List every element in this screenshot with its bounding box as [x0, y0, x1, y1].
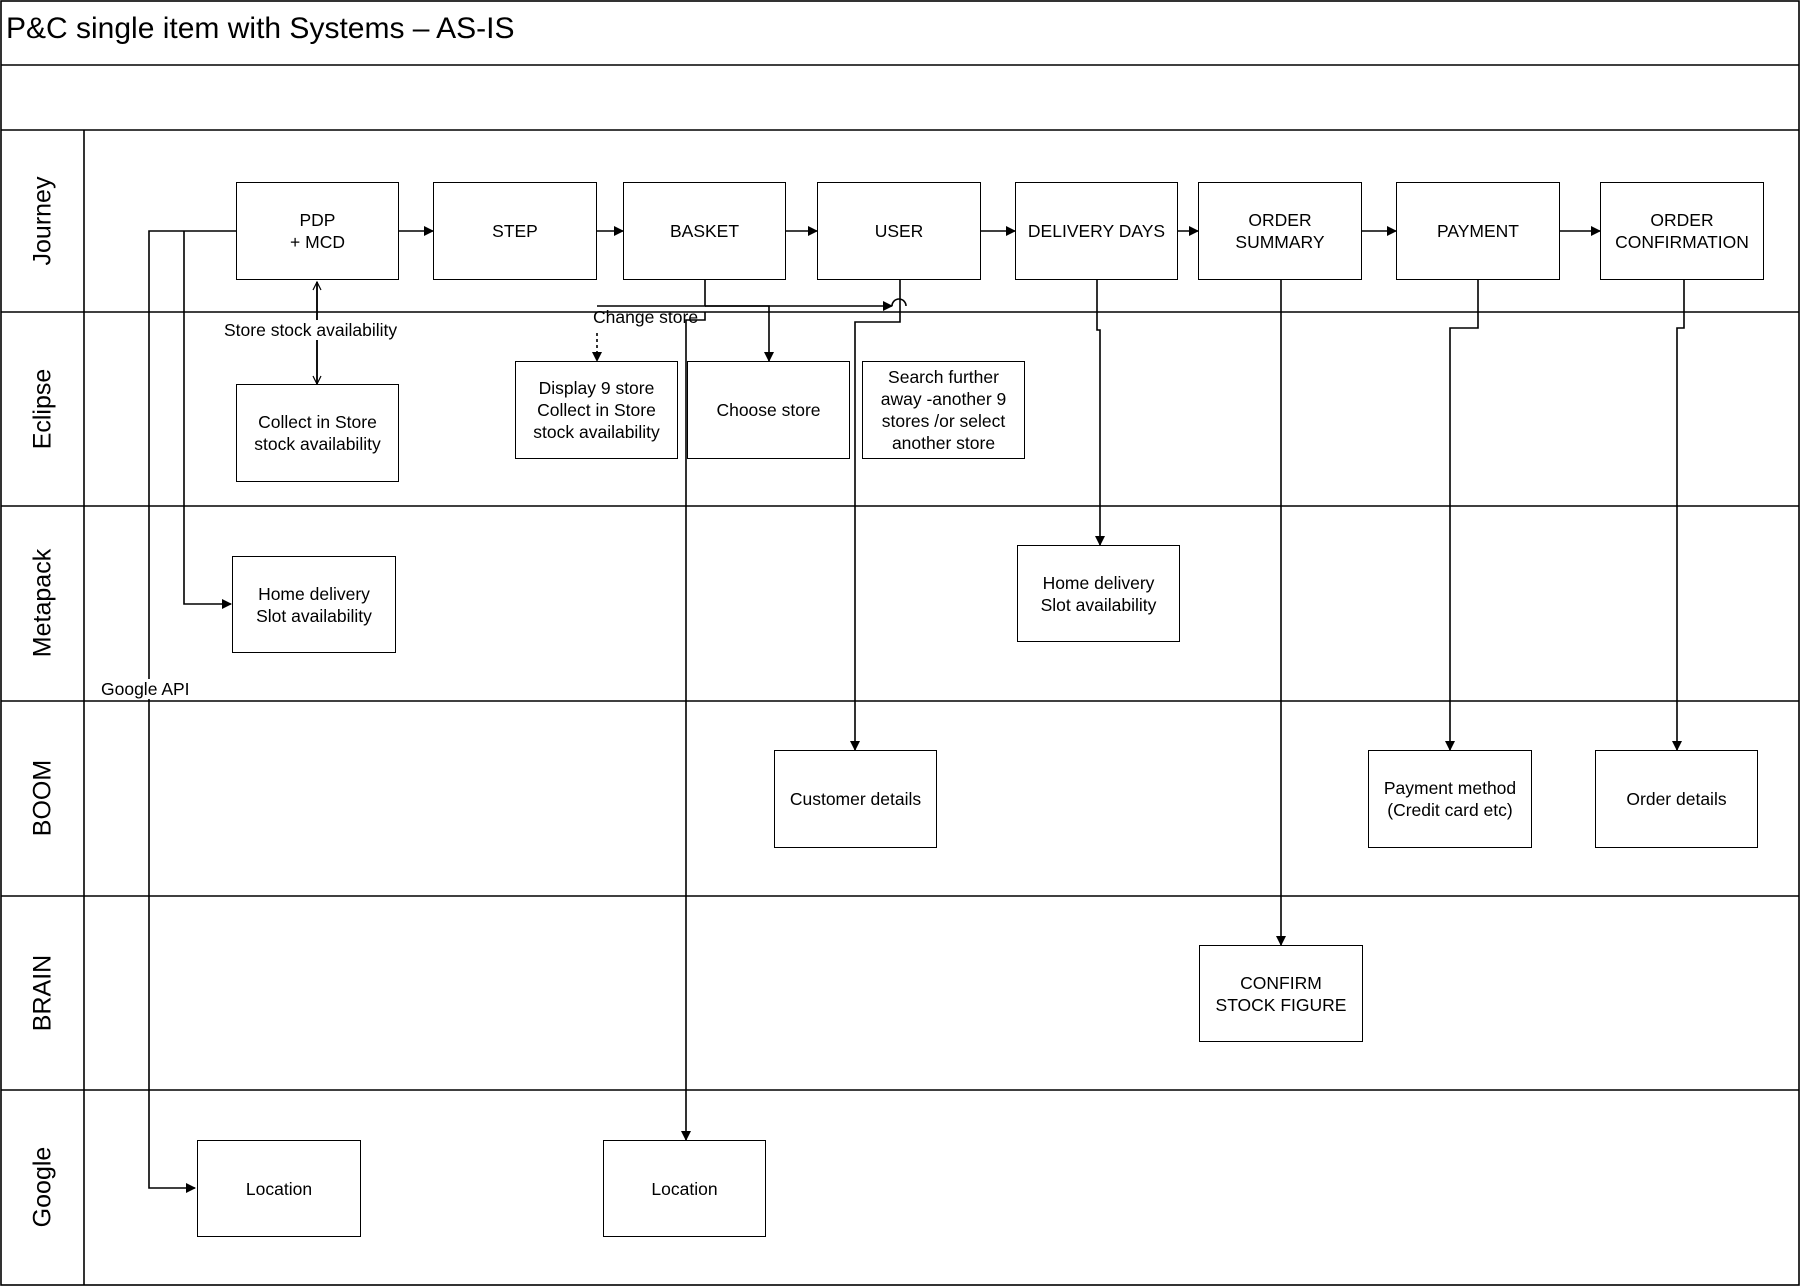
journey-step-pdp: PDP + MCD — [236, 182, 399, 280]
journey-step-order-confirmation: ORDER CONFIRMATION — [1600, 182, 1764, 280]
brain-confirm-stock: CONFIRM STOCK FIGURE — [1199, 945, 1363, 1042]
boom-order-details: Order details — [1595, 750, 1758, 848]
delivery-days-connector — [1095, 280, 1105, 546]
change-store-label: Change store — [593, 307, 699, 327]
journey-step-user: USER — [817, 182, 981, 280]
journey-step-basket: BASKET — [623, 182, 786, 280]
journey-step-step: STEP — [433, 182, 597, 280]
eclipse-collect-in-store: Collect in Store stock availability — [236, 384, 399, 482]
payment-method-connector — [1445, 280, 1479, 751]
journey-step-payment: PAYMENT — [1396, 182, 1560, 280]
metapack-home-delivery: Home delivery Slot availability — [1017, 545, 1180, 642]
store-stock-availability-label: Store stock availability — [222, 320, 400, 340]
eclipse-search-further: Search further away -another 9 stores /o… — [862, 361, 1025, 459]
boom-payment-method: Payment method (Credit card etc) — [1368, 750, 1532, 848]
line-hop — [891, 298, 907, 307]
diagram-title: P&C single item with Systems – AS-IS — [6, 12, 515, 45]
customer-details-connector — [850, 280, 901, 751]
boom-customer-details: Customer details — [774, 750, 937, 848]
order-details-connector — [1672, 280, 1685, 751]
basket-location-connector — [681, 312, 706, 1141]
google-location: Location — [603, 1140, 766, 1237]
eclipse-display-9-store: Display 9 store Collect in Store stock a… — [515, 361, 678, 459]
eclipse-choose-store: Choose store — [687, 361, 850, 459]
journey-step-delivery-days: DELIVERY DAYS — [1015, 182, 1178, 280]
choose-store-connector — [705, 305, 774, 362]
google-api-connector — [148, 230, 236, 1193]
google-api-label: Google API — [99, 679, 192, 699]
google-location: Location — [197, 1140, 361, 1237]
journey-step-order-summary: ORDER SUMMARY — [1198, 182, 1362, 280]
basket-branch — [597, 280, 706, 307]
home-delivery-connector — [183, 231, 232, 609]
metapack-home-delivery: Home delivery Slot availability — [232, 556, 396, 653]
